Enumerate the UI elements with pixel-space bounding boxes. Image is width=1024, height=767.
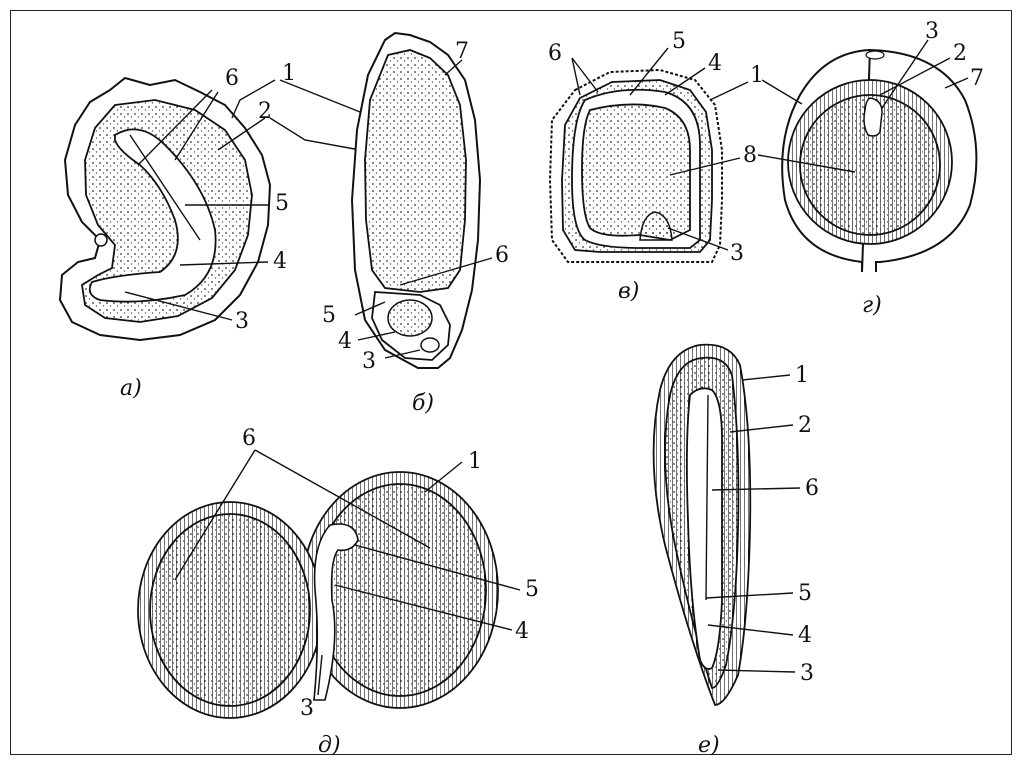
- caption-v: в): [618, 279, 639, 304]
- label-b-6: 6: [495, 243, 509, 268]
- seed-g-micropyle: [866, 51, 884, 59]
- seed-b-endosperm: [365, 50, 466, 292]
- label-b-5: 5: [322, 303, 336, 328]
- label-e-6: 6: [805, 476, 819, 501]
- caption-g: г): [862, 293, 882, 318]
- figure-b: 7 6 5 4 3 б): [322, 33, 509, 416]
- caption-b: б): [412, 391, 434, 416]
- label-d-6: 6: [242, 426, 256, 451]
- seed-b-scutellum: [388, 300, 432, 336]
- label-e-2: 2: [798, 413, 812, 438]
- label-d-1: 1: [468, 449, 482, 474]
- label-d-4: 4: [515, 619, 529, 644]
- label-v-1: 1: [750, 63, 764, 88]
- caption-d: д): [318, 733, 341, 758]
- seed-a-hilum: [95, 234, 107, 246]
- label-e-1: 1: [795, 363, 809, 388]
- seed-d-right-cotyledon: [314, 484, 486, 696]
- caption-a: а): [120, 376, 142, 401]
- seed-v-perisperm: [582, 104, 690, 240]
- label-d-5: 5: [525, 577, 539, 602]
- label-a-1: 1: [282, 61, 296, 86]
- label-a-3: 3: [235, 309, 249, 334]
- label-v-8: 8: [743, 143, 757, 168]
- label-g-2: 2: [953, 41, 967, 66]
- seed-g-embryo: [864, 98, 882, 136]
- label-a-2: 2: [258, 99, 272, 124]
- label-e-5: 5: [798, 581, 812, 606]
- figure-v: 6 5 4 1 8 3 в): [548, 29, 764, 304]
- label-e-3: 3: [800, 661, 814, 686]
- figure-d: 6 1 5 4 3 д): [138, 426, 539, 758]
- label-a-5: 5: [275, 191, 289, 216]
- label-b-7: 7: [455, 39, 469, 64]
- caption-e: е): [698, 733, 720, 758]
- label-a-4: 4: [273, 249, 287, 274]
- label-v-4: 4: [708, 51, 722, 76]
- seed-d-left-cotyledon: [150, 514, 310, 706]
- label-g-3: 3: [925, 19, 939, 44]
- figure-g: 3 2 7 г): [758, 19, 984, 318]
- label-e-4: 4: [798, 623, 812, 648]
- label-b-4: 4: [338, 329, 352, 354]
- label-v-6: 6: [548, 41, 562, 66]
- label-a-6: 6: [225, 66, 239, 91]
- label-b-3: 3: [362, 349, 376, 374]
- label-d-3: 3: [300, 696, 314, 721]
- label-v-3: 3: [730, 241, 744, 266]
- figure-e: 1 2 6 5 4 3 е): [654, 345, 819, 758]
- figure-a: 6 1 2 5 4 3 а): [60, 61, 360, 401]
- label-v-5: 5: [672, 29, 686, 54]
- label-g-7: 7: [970, 66, 984, 91]
- seed-b-radicle: [421, 338, 439, 352]
